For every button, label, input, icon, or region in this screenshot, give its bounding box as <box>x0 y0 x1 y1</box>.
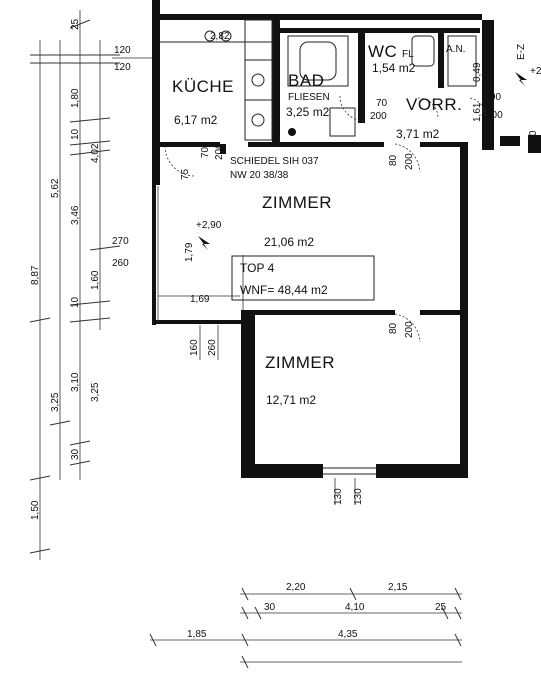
top-box <box>231 255 375 301</box>
dim-75: 75 <box>180 168 191 180</box>
bottom-dimension-lines: 2,20 2,15 30 4,10 25 1,85 4,35 <box>149 582 462 669</box>
dim-v-325a: 3,25 <box>50 392 61 412</box>
dim-120a: 120 <box>114 45 131 56</box>
top-wnf: WNF= 48,44 m2 <box>240 283 328 297</box>
dim-260b: 260 <box>207 339 218 356</box>
dim-b-30: 30 <box>264 602 276 613</box>
dim-80a: 80 <box>388 154 399 166</box>
dim-200d: 200 <box>404 153 415 170</box>
room-bad-name: BAD <box>288 71 324 90</box>
dim-70b: 70 <box>376 98 388 109</box>
dim-v-160: 1,60 <box>90 270 101 290</box>
elevation-dot: +2, <box>530 66 541 77</box>
dim-90: 90 <box>490 92 502 103</box>
dim-v-887: 8,87 <box>30 265 41 285</box>
room-kueche-name: KÜCHE <box>172 77 234 96</box>
top-label: TOP 4 <box>240 261 275 275</box>
room-wc-sub: FL <box>402 49 414 60</box>
room-zimmer1-area: 21,06 m2 <box>264 235 314 249</box>
room-vorr-area: 3,71 m2 <box>396 127 440 141</box>
dim-b-25: 25 <box>435 602 447 613</box>
dim-282: 2,82 <box>210 31 230 42</box>
dim-160: 160 <box>189 339 200 356</box>
dim-130a: 130 <box>333 488 344 505</box>
doors <box>164 95 487 475</box>
room-an-name: A.N. <box>446 44 465 55</box>
room-bad-sub: FLIESEN <box>288 92 330 103</box>
dim-049: 0,49 <box>472 62 483 82</box>
dim-270: 270 <box>112 236 129 247</box>
dim-b-435: 4,35 <box>338 629 358 640</box>
dim-b-185: 1,85 <box>187 629 207 640</box>
dim-b-220: 2,20 <box>286 582 306 593</box>
dim-v-10b: 10 <box>70 296 81 308</box>
room-bad-area: 3,25 m2 <box>286 105 330 119</box>
dim-b-410: 4,10 <box>345 602 365 613</box>
walls <box>152 0 541 478</box>
dim-120b: 120 <box>114 62 131 73</box>
ez-label: E-Z <box>516 44 527 60</box>
dim-v-30: 30 <box>70 448 81 460</box>
room-vorr-name: VORR. <box>406 95 462 114</box>
dim-200c: 200 <box>486 110 503 121</box>
dim-200e: 200 <box>404 321 415 338</box>
room-zimmer1-name: ZIMMER <box>262 193 332 212</box>
dim-v-150: 1,50 <box>30 500 41 520</box>
dim-260: 260 <box>112 258 129 269</box>
inner-dimension-lines <box>112 57 356 505</box>
dim-200a: 200 <box>214 143 225 160</box>
room-wc-area: 1,54 m2 <box>372 61 416 75</box>
dim-v-346: 3,46 <box>70 205 81 225</box>
elevation-arrow-icon <box>198 236 210 250</box>
room-wc-name: WC <box>368 42 397 61</box>
left-dimension-lines: 25 1,80 10 4,02 5,62 3,46 1,60 10 8,87 3… <box>29 10 121 560</box>
room-zimmer2-area: 12,71 m2 <box>266 393 316 407</box>
dim-161: 1,61 <box>472 102 483 122</box>
dim-140: 1,40 <box>528 130 539 150</box>
dim-70: 70 <box>200 146 211 158</box>
elevation-arrow-icon-2 <box>515 72 527 86</box>
room-kueche-area: 6,17 m2 <box>174 113 218 127</box>
chimney-line1: SCHIEDEL SIH 037 <box>230 156 319 167</box>
dim-130b: 130 <box>353 488 364 505</box>
dim-v-310: 3,10 <box>70 372 81 392</box>
dim-v-180: 1,80 <box>70 88 81 108</box>
kitchen-fixtures <box>160 19 273 141</box>
dim-v-402: 4,02 <box>90 143 101 163</box>
chimney-line2: NW 20 38/38 <box>230 170 289 181</box>
bath-fixtures <box>287 35 477 137</box>
dim-b-215: 2,15 <box>388 582 408 593</box>
dim-v-325b: 3,25 <box>90 382 101 402</box>
dim-179: 1,79 <box>184 242 195 262</box>
dim-169: 1,69 <box>190 294 210 305</box>
dim-200b: 200 <box>370 111 387 122</box>
dim-v-562: 5,62 <box>50 178 61 198</box>
room-zimmer2-name: ZIMMER <box>265 353 335 372</box>
elevation-main: +2,90 <box>196 220 222 231</box>
dim-80b: 80 <box>388 322 399 334</box>
dim-v-10a: 10 <box>70 128 81 140</box>
dim-v-25: 25 <box>70 18 81 30</box>
